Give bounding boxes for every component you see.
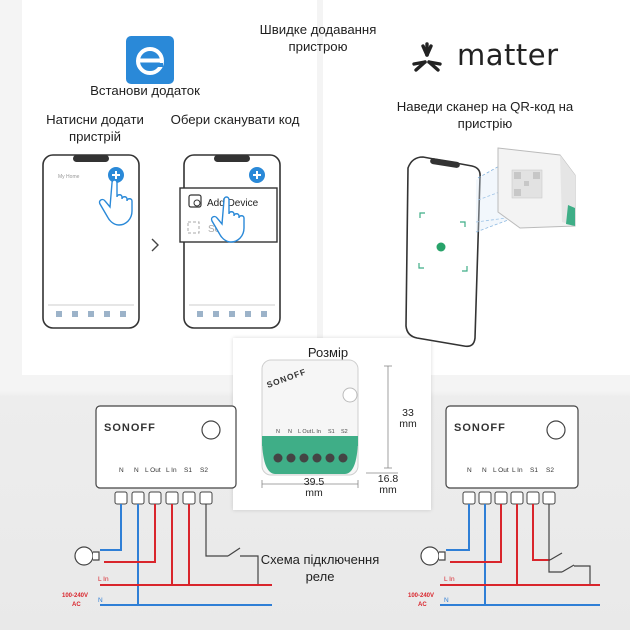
terminal-lout-right: L Out — [493, 467, 509, 474]
terminal-lin-left: L In — [166, 467, 177, 474]
wiring-voltage-right: 100-240V — [408, 593, 434, 599]
qr-scanner-target-icon — [436, 242, 446, 252]
add-device-icon — [188, 194, 202, 208]
wiring-lin-right: L In — [444, 576, 455, 583]
add-device-option[interactable]: Add Device — [207, 198, 259, 209]
terminal-s2-left: S2 — [200, 467, 208, 474]
plus-icon — [112, 171, 120, 179]
wiring-voltage-left: 100-240V — [62, 593, 88, 599]
phone-home-title: My Home — [58, 174, 80, 180]
device-terminal-lout: L Out — [298, 429, 312, 435]
terminal-lout-left: L Out — [145, 467, 161, 474]
wiring-n-right: N — [444, 597, 449, 604]
wiring-diagram-right: SONOFF N N L Out L In S1 S2 — [408, 405, 600, 608]
plus-icon — [253, 171, 261, 179]
chevron-right-icon — [151, 238, 159, 252]
scan-icon — [187, 221, 200, 234]
lamp-icon — [74, 546, 100, 566]
terminal-n2-left: N — [134, 467, 139, 474]
device-terminal-lin: L In — [312, 429, 321, 435]
matter-brand-label: matter — [457, 38, 559, 72]
step-scan-code-label: Обери сканувати код — [170, 112, 300, 127]
device-size-illustration: SONOFF N N L Out L In S1 S2 — [261, 359, 398, 488]
wiring-brand-left: SONOFF — [104, 422, 156, 434]
terminal-s1-left: S1 — [184, 467, 192, 474]
lamp-icon — [420, 546, 446, 566]
wiring-ac-left: AC — [72, 602, 81, 608]
wiring-diagram-left: SONOFF N N L Out L In S1 S2 — [62, 405, 272, 608]
terminal-s2-right: S2 — [546, 467, 554, 474]
step-add-device-label: Натисни додати пристрій — [46, 112, 144, 144]
wiring-ac-right: AC — [418, 602, 427, 608]
wiring-brand-right: SONOFF — [454, 422, 506, 434]
ewelink-logo-icon — [126, 36, 174, 84]
hand-pointer-icon — [98, 179, 133, 226]
matter-instruction-label: Наведи сканер на QR-код на пристрію — [396, 99, 574, 131]
device-terminal-s1: S1 — [328, 429, 335, 435]
page-title: Швидке додавання пристрою — [259, 22, 377, 54]
wiring-n-left: N — [98, 597, 103, 604]
terminal-n1-left: N — [119, 467, 124, 474]
matter-device — [497, 147, 576, 229]
install-app-label: Встанови додаток — [90, 83, 200, 98]
device-terminal-s2: S2 — [341, 429, 348, 435]
terminal-n2-right: N — [482, 467, 487, 474]
phone-scan-screen: Add Device Scan — [179, 154, 281, 329]
wiring-title: Схема підключення реле — [260, 552, 380, 584]
terminal-n1-right: N — [467, 467, 472, 474]
size-title: Розмір — [307, 345, 349, 360]
device-terminal-n2: N — [288, 429, 292, 435]
phone-home-screen: My Home — [42, 154, 140, 329]
hand-pointer-icon — [210, 196, 245, 243]
matter-logo-icon — [412, 42, 442, 72]
terminal-s1-right: S1 — [530, 467, 538, 474]
matter-phone — [405, 156, 481, 348]
device-terminal-n1: N — [276, 429, 280, 435]
terminal-lin-right: L In — [512, 467, 523, 474]
wiring-lin-left: L In — [98, 576, 109, 583]
